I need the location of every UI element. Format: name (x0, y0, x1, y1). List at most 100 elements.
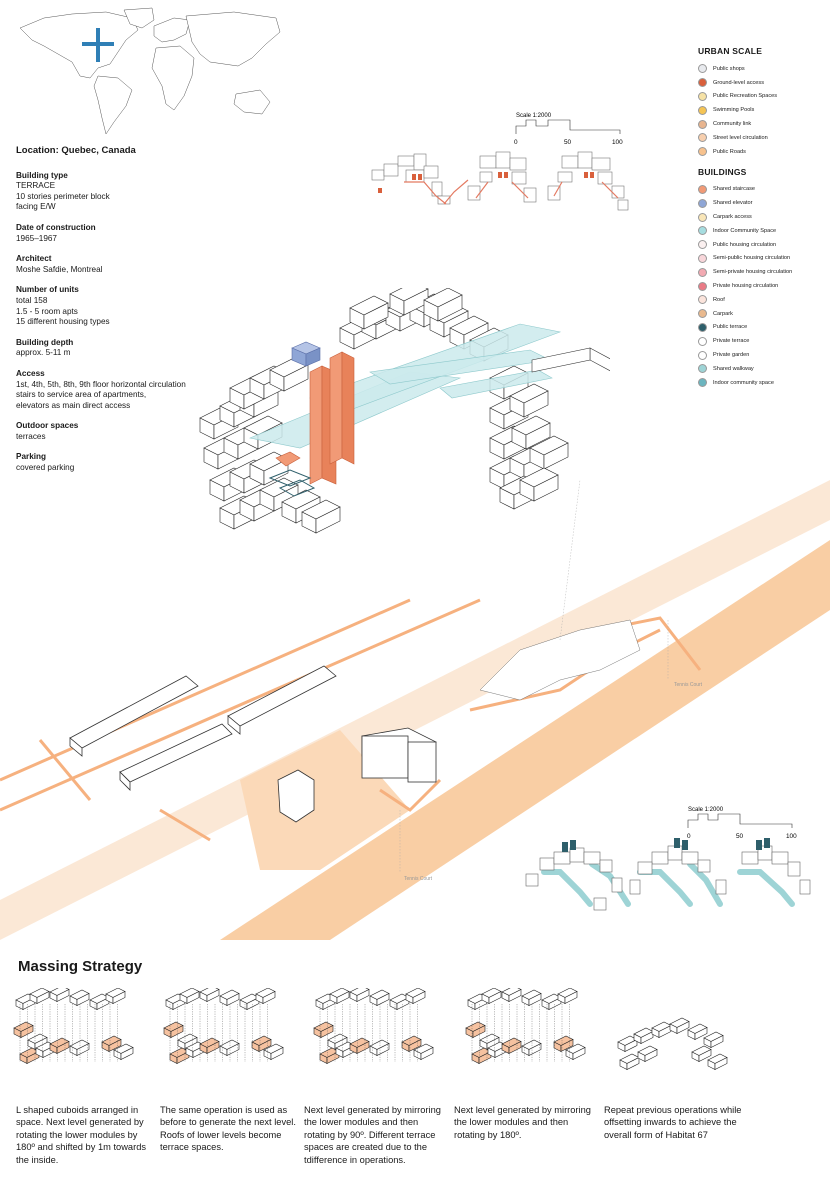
buildings-item: Private housing circulation (698, 279, 826, 293)
legend-swatch-icon (698, 212, 707, 222)
massing-step-1-diagram (13, 988, 134, 1064)
legend-swatch-icon (698, 184, 707, 194)
module-face (640, 1031, 654, 1044)
module-face (326, 1051, 340, 1064)
tennis-court-label-1: Tennis Court (674, 682, 703, 688)
legend-label: Swimming Pools (713, 107, 755, 114)
module-face (112, 991, 126, 1004)
legend-swatch-icon (698, 253, 707, 263)
massing-step-3-text: Next level generated by mirroring the lo… (304, 1105, 441, 1165)
scale-bottom-tick-50: 50 (736, 833, 744, 840)
plan-top-circulation (404, 179, 619, 205)
urban-item: Street level circulation (698, 131, 826, 145)
buildings-item: Shared elevator (698, 196, 826, 210)
scale-top-tick-100: 100 (612, 139, 623, 146)
buildings-item: Carpark (698, 307, 826, 321)
buildings-item: Roof (698, 293, 826, 307)
legend-label: Indoor community space (713, 379, 774, 386)
scale-top-label: Scale 1:2000 (516, 113, 552, 119)
legend-label: Private housing circulation (713, 283, 779, 290)
massing-step-5-text: Repeat previous operations while offsett… (604, 1105, 742, 1140)
legend-swatch-icon (698, 364, 707, 374)
urban-item: Ground-level access (698, 76, 826, 90)
module-face (420, 1047, 434, 1060)
legend-label: Ground-level access (713, 79, 764, 86)
module-face (96, 997, 110, 1010)
module-face (26, 1051, 40, 1064)
module-face (572, 1047, 586, 1060)
legend-swatch-icon (698, 91, 707, 101)
module-face (488, 991, 502, 1004)
scale-bottom-label: Scale 1:2000 (688, 807, 724, 813)
legend-label: Private garden (713, 352, 750, 359)
plan-top-modules (371, 151, 629, 211)
module-face (376, 993, 390, 1006)
legend-buildings-title: BUILDINGS (698, 166, 747, 177)
massing-step-3-diagram (313, 988, 434, 1064)
africa (151, 45, 195, 111)
module-face (508, 989, 522, 1002)
legend-label: Carpark (713, 310, 733, 317)
buildings-item: Shared staircase (698, 183, 826, 197)
legend-swatch-icon (698, 336, 707, 346)
location-marker-icon (82, 28, 114, 62)
habitat-site-model (479, 619, 641, 701)
module-face (714, 1057, 728, 1070)
module-face (363, 302, 389, 330)
module-face (206, 989, 220, 1002)
location-title: Location: Quebec, Canada (16, 145, 136, 156)
legend-label: Public Roads (713, 148, 746, 155)
urban-item: Public shops (698, 62, 826, 76)
buildings-item: Private terrace (698, 334, 826, 348)
legend-label: Shared staircase (713, 186, 755, 193)
legend-swatch-icon (698, 78, 707, 88)
buildings-item: Indoor Community Space (698, 224, 826, 238)
module-face (548, 997, 562, 1010)
buildings-item: Indoor community space (698, 376, 826, 390)
module-face (186, 991, 200, 1004)
legend-label: Semi-public housing circulation (713, 255, 791, 262)
axonometric-building (199, 288, 610, 534)
module-face (710, 1035, 724, 1048)
module-face (20, 1025, 34, 1038)
buildings-item: Private garden (698, 348, 826, 362)
urban-item: Public Recreation Spaces (698, 90, 826, 104)
buildings-item: Shared walkway (698, 362, 826, 376)
legend-label: Roof (713, 296, 725, 303)
module-face (543, 442, 569, 470)
module-face (176, 1051, 190, 1064)
legend-urban-title: URBAN SCALE (698, 46, 763, 56)
legend-label: Public terrace (713, 324, 748, 331)
module-face (698, 1049, 712, 1062)
legend-swatch-icon (698, 309, 707, 319)
massing-strategy-title: Massing Strategy (18, 958, 143, 975)
scale-bar-top (515, 119, 621, 134)
module-face (270, 1047, 284, 1060)
shared-elevator (291, 341, 321, 367)
legend-swatch-icon (698, 226, 707, 236)
scale-top-tick-50: 50 (564, 139, 572, 146)
legend-swatch-icon (698, 240, 707, 250)
module-face (472, 1025, 486, 1038)
module-face (262, 991, 276, 1004)
buildings-item: Semi-public housing circulation (698, 252, 826, 266)
legend-swatch-icon (698, 147, 707, 157)
tennis-court-label-2: Tennis Court (404, 876, 433, 882)
greenland (123, 7, 155, 29)
module-face (408, 1039, 422, 1052)
module-face (560, 1039, 574, 1052)
massing-step-1-text: L shaped cuboids arranged in space. Next… (16, 1105, 147, 1165)
legend-label: Private terrace (713, 338, 750, 345)
site-leaders (399, 480, 669, 872)
plan-bottom-walkways (541, 861, 795, 907)
buildings-item: Carpark access (698, 210, 826, 224)
module-face (108, 1039, 122, 1052)
